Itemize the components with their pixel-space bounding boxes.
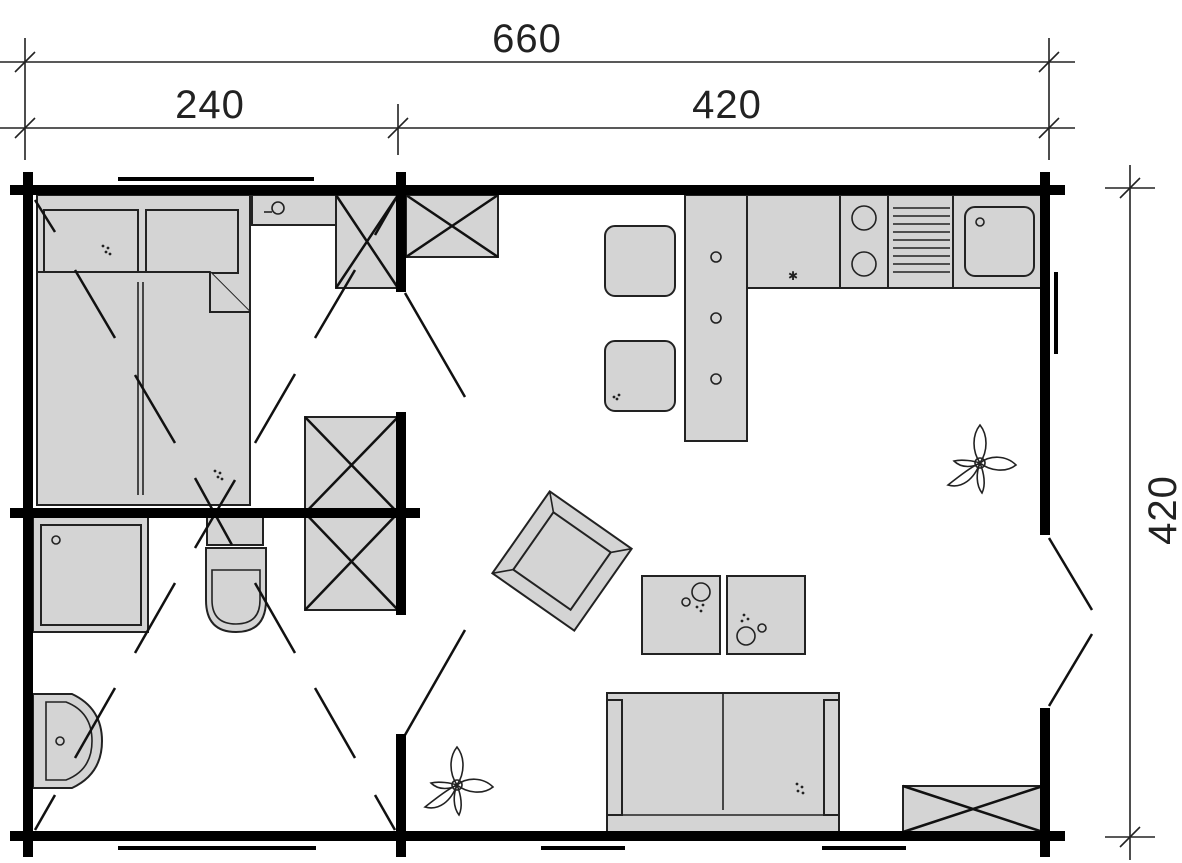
cabinet-bottom-right [902, 784, 1044, 834]
toilet [205, 516, 267, 634]
stove [839, 194, 889, 289]
left-width-label: 240 [175, 83, 245, 127]
door-swing-lines [33, 199, 1094, 831]
cabinet-lower [304, 512, 399, 611]
right-width-label: 420 [692, 83, 762, 127]
bar-stool-top [604, 225, 676, 297]
windows [118, 272, 1058, 850]
cabinet-upper [304, 416, 399, 514]
kitchen-counter: ✱ [746, 194, 841, 289]
walls [10, 172, 1065, 857]
height-label: 420 [1141, 475, 1182, 545]
bar-counter [684, 194, 748, 442]
wardrobe-bedroom [334, 194, 400, 289]
plant-icon [423, 745, 495, 817]
svg-text:✱: ✱ [788, 269, 798, 283]
shower-tray [32, 516, 149, 633]
kitchen-sink [952, 194, 1044, 289]
small-sink-bedroom [251, 194, 337, 226]
double-bed [36, 194, 251, 506]
washbasin [32, 693, 104, 789]
sofa [606, 692, 840, 834]
wall-cabinet-top [405, 193, 499, 259]
armchair [490, 489, 634, 633]
side-table-left [641, 575, 721, 655]
total-width-label: 660 [492, 17, 562, 61]
dimension-lines [0, 38, 1155, 860]
bedroom-window-sill [118, 177, 314, 181]
fabric-texture [101, 244, 805, 795]
drying-rack [887, 194, 954, 289]
bar-stool-bottom [604, 340, 676, 412]
plant-icon [946, 423, 1018, 495]
side-table-right [726, 575, 806, 655]
